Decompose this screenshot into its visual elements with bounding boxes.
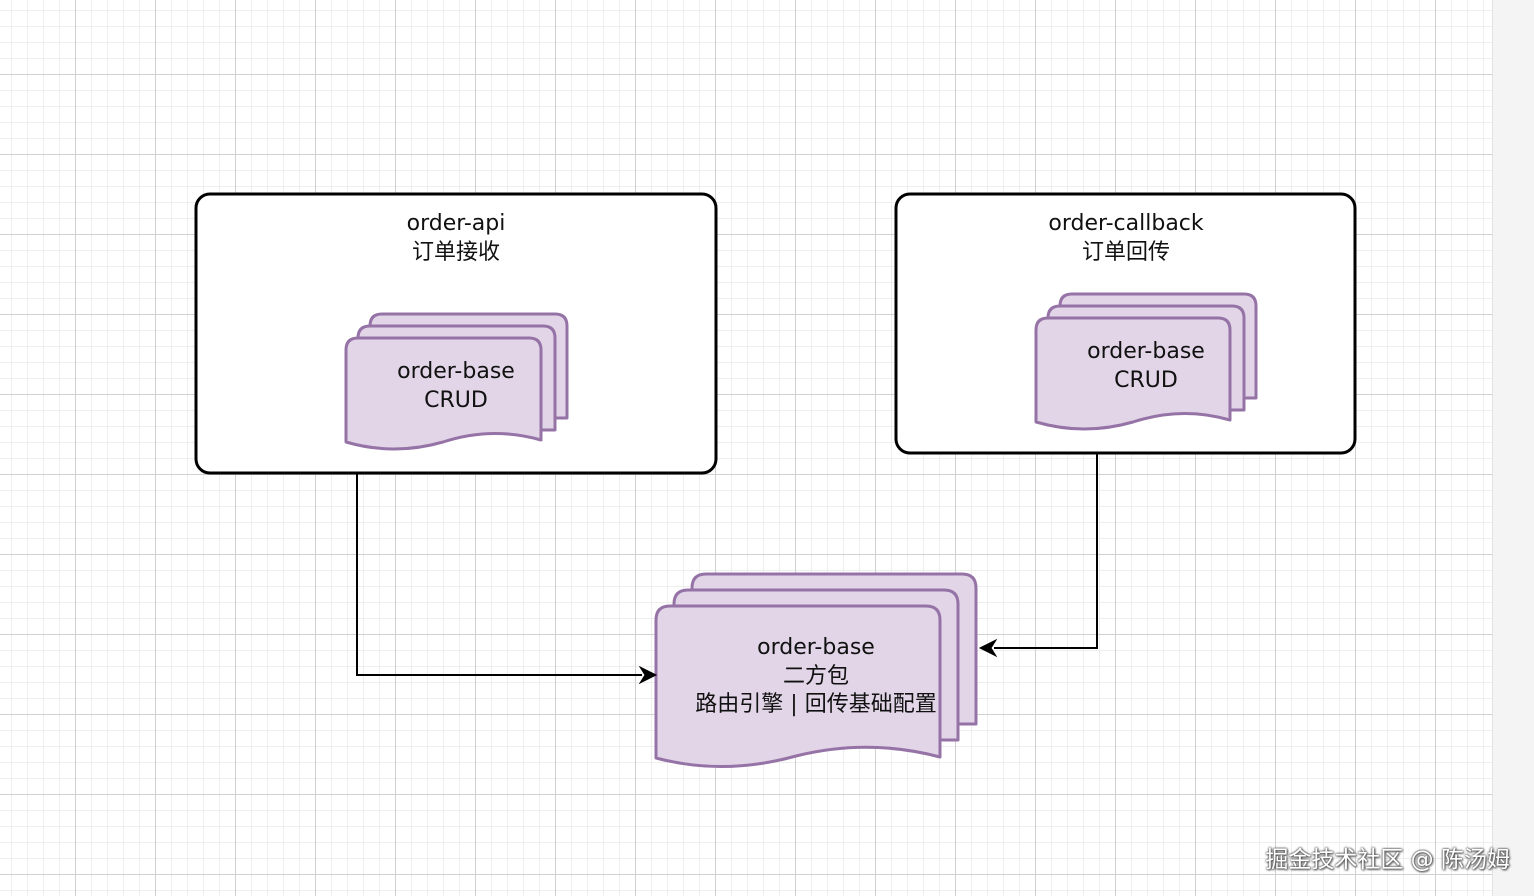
diagram-svg[interactable]: order-api 订单接收 order-base CRUD order-cal… [0,0,1492,896]
document-name-order-callback-base: order-base [1087,339,1205,364]
service-desc-order-api: 订单接收 [412,240,500,265]
right-side-panel [1492,0,1534,896]
edge-order-callback-to-order-base[interactable] [978,453,1098,658]
service-name-order-api: order-api [407,211,506,236]
document-layer-front [654,604,942,768]
document-subtitle-order-base: 二方包 [783,664,849,689]
watermark: 掘金技术社区 @ 陈汤姆 [1265,847,1510,873]
document-layer-front [344,336,543,451]
multi-document-order-callback-base[interactable]: order-base CRUD [1034,292,1258,431]
edge-line[interactable] [356,473,642,676]
document-desc-order-callback-base: CRUD [1114,368,1178,393]
document-name-order-api-base: order-base [397,359,515,384]
document-layer-front [1034,316,1232,431]
edge-line[interactable] [994,453,1098,649]
service-box-order-api[interactable]: order-api 订单接收 order-base CRUD [194,192,718,475]
service-desc-order-callback: 订单回传 [1082,240,1170,265]
document-desc-order-base: 路由引擎 | 回传基础配置 [695,692,936,717]
multi-document-order-base-package[interactable]: order-base 二方包 路由引擎 | 回传基础配置 [654,572,978,768]
document-desc-order-api-base: CRUD [424,388,488,413]
arrowhead-right-icon [638,665,658,685]
multi-document-order-api-base[interactable]: order-base CRUD [344,312,569,451]
service-box-order-callback[interactable]: order-callback 订单回传 order-base CRUD [894,192,1357,455]
document-name-order-base: order-base [757,635,875,660]
service-name-order-callback: order-callback [1048,211,1204,236]
edge-order-api-to-order-base[interactable] [356,473,658,685]
arrowhead-left-icon [978,638,998,658]
